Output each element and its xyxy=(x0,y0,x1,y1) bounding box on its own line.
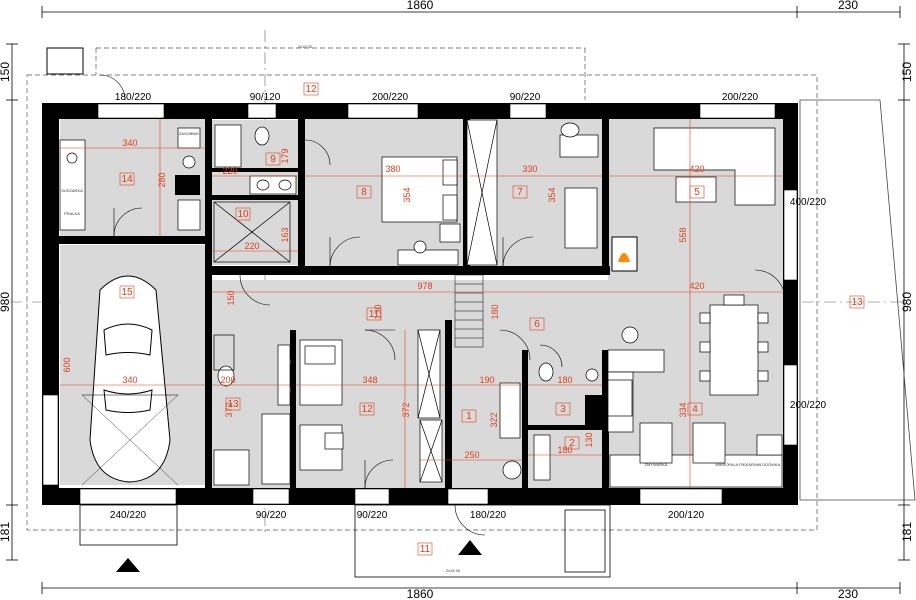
dim: 130 xyxy=(373,304,383,319)
furniture xyxy=(59,119,783,488)
room-number: 12 xyxy=(305,84,317,95)
label-zmywarka: ZMYWARKA xyxy=(645,462,668,467)
garage-apron xyxy=(79,504,178,546)
dim-depth-left: 980 xyxy=(0,292,12,312)
dim: 130 xyxy=(584,432,594,447)
dim: 250 xyxy=(464,450,479,460)
dim-width-bottom: 1860 xyxy=(407,587,434,600)
dim: 420 xyxy=(689,164,704,174)
dim: 220 xyxy=(244,241,259,251)
room-number: 13 xyxy=(227,399,239,410)
dim: 600 xyxy=(62,357,72,372)
room-number: 3 xyxy=(560,404,566,415)
room-number: 5 xyxy=(694,187,700,198)
opening-size: 400/220 xyxy=(790,197,827,208)
stair-note: 2x15 30 xyxy=(298,44,313,49)
room-number: 7 xyxy=(517,187,523,198)
dim-bottom-offset-left: 181 xyxy=(0,522,12,542)
dim: 340 xyxy=(122,138,137,148)
dim: 330 xyxy=(522,164,537,174)
entrance-arrow-icon xyxy=(116,558,140,572)
room-number: 4 xyxy=(692,404,698,415)
room-labels: 14 9 10 8 7 5 15 11 6 13 12 1 3 2 4 13 1… xyxy=(119,82,865,556)
chimney xyxy=(46,47,84,75)
label-lodowka: LODÓWKA xyxy=(760,462,781,467)
dim-top-offset-right: 150 xyxy=(900,62,914,82)
dim-depth-right: 980 xyxy=(900,292,914,312)
opening-dims: 180/220 90/120 200/220 90/220 200/220 40… xyxy=(110,44,827,573)
room-number: 14 xyxy=(121,174,133,185)
dim-top-offset-left: 150 xyxy=(0,62,12,82)
terrace-right xyxy=(799,99,916,501)
windows xyxy=(42,103,798,505)
room-number: 13 xyxy=(851,297,863,308)
dim: 558 xyxy=(678,227,688,242)
car-icon xyxy=(81,275,179,486)
dim: 354 xyxy=(547,187,557,202)
opening-size: 180/220 xyxy=(470,510,507,521)
flame-icon xyxy=(618,253,630,262)
opening-size: 90/220 xyxy=(357,510,388,521)
inner-dim-lines xyxy=(60,119,783,488)
dim: 420 xyxy=(689,281,704,291)
opening-size: 200/220 xyxy=(372,92,409,103)
dim: 180 xyxy=(557,445,572,455)
label-suszarka: SUSZARKA xyxy=(61,188,83,193)
entrance-step xyxy=(564,509,606,573)
room-number: 15 xyxy=(121,287,133,298)
dim: 372 xyxy=(401,402,411,417)
label-zasobnik: ZASOBNIK xyxy=(179,131,200,136)
dim: 180 xyxy=(490,304,500,319)
opening-size: 180/220 xyxy=(115,92,152,103)
opening-size: 90/220 xyxy=(510,92,541,103)
dim: 372 xyxy=(224,402,234,417)
dim-ext-top: 230 xyxy=(838,0,858,12)
room-number: 12 xyxy=(361,404,373,415)
entrance-arrow-icon xyxy=(458,540,482,555)
dim: 280 xyxy=(157,172,167,187)
room-number: 11 xyxy=(369,309,380,320)
room-number: 11 xyxy=(420,544,431,555)
equipment-labels: ZASOBNIK SUSZARKA PRALKA ZMYWARKA MIKROF… xyxy=(61,131,780,467)
dim: 200 xyxy=(220,375,235,385)
opening-size: 200/220 xyxy=(722,92,759,103)
opening-size: 90/220 xyxy=(256,510,287,521)
opening-size: 200/120 xyxy=(668,510,705,521)
dim: 220 xyxy=(222,166,237,176)
opening-size: 90/120 xyxy=(250,92,281,103)
dim-width-top: 1860 xyxy=(407,0,434,12)
label-mikrofala: MIKROFALA PIEKARNIK xyxy=(715,462,760,467)
entrance-platform xyxy=(354,504,611,578)
dim: 190 xyxy=(479,375,494,385)
room-number: 9 xyxy=(270,154,276,165)
dim: 978 xyxy=(417,281,432,291)
stair-note: 2x15 30 xyxy=(446,568,461,573)
inner-dim-text: 340 280 220 179 220 163 380 354 330 354 … xyxy=(62,138,705,460)
door-swings xyxy=(99,74,786,536)
dim-ext-bottom: 230 xyxy=(838,587,858,600)
dim: 354 xyxy=(402,187,412,202)
roof-outline xyxy=(26,47,818,531)
opening-size: 240/220 xyxy=(110,510,147,521)
label-pralka: PRALKA xyxy=(64,211,80,216)
dim: 380 xyxy=(385,164,400,174)
dim: 150 xyxy=(226,290,236,305)
dim-bottom-offset-right: 181 xyxy=(900,522,914,542)
opening-size: 200/220 xyxy=(790,400,827,411)
dim: 334 xyxy=(678,402,688,417)
dim: 180 xyxy=(557,375,572,385)
room-number: 10 xyxy=(237,209,249,220)
dim: 179 xyxy=(280,148,290,163)
dim: 348 xyxy=(362,375,377,385)
room-number: 1 xyxy=(466,411,472,422)
dim: 322 xyxy=(489,412,499,427)
room-number: 2 xyxy=(569,438,575,449)
room-number: 6 xyxy=(534,319,540,330)
dim: 340 xyxy=(122,375,137,385)
room-number: 8 xyxy=(361,187,367,198)
stairs xyxy=(454,274,484,348)
dim: 163 xyxy=(280,227,290,242)
